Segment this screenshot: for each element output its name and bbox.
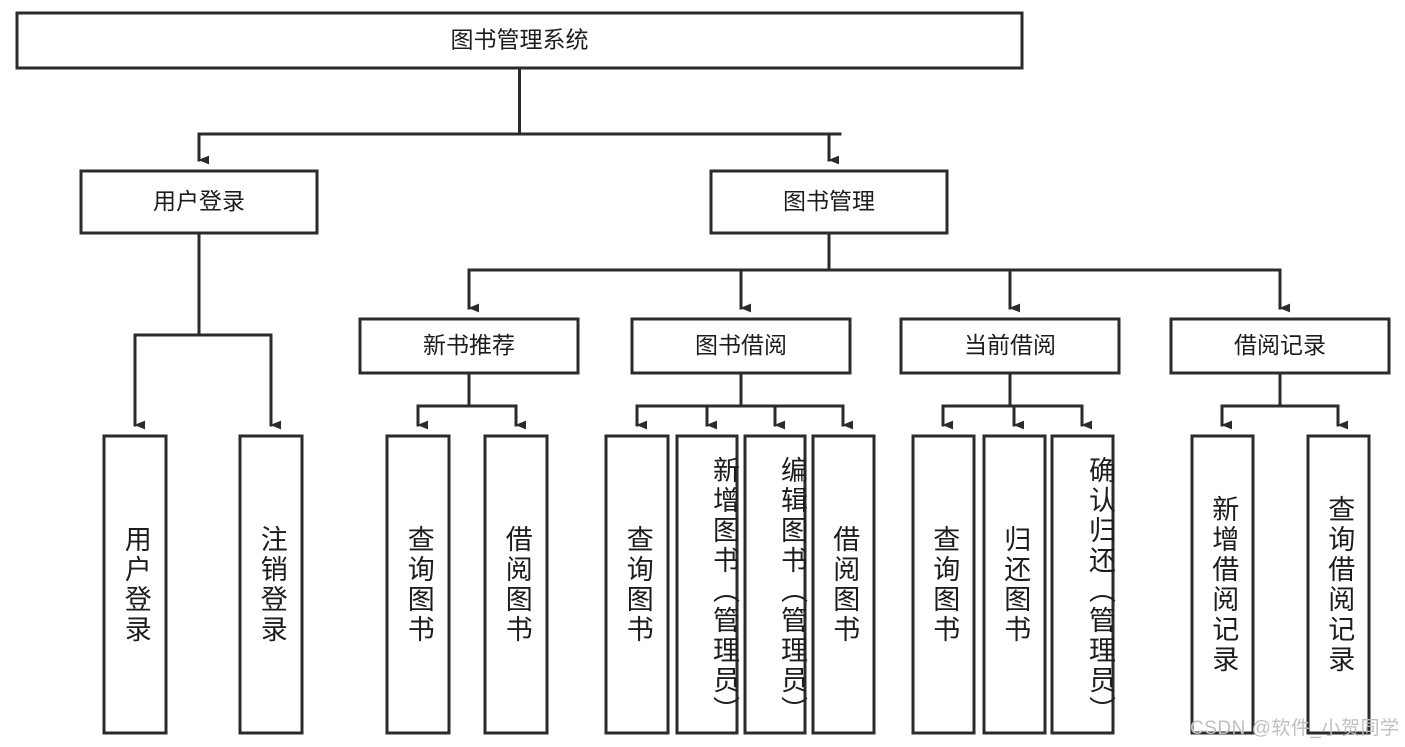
node-leaf-leaf-borrow-book-recommend[interactable] — [483, 434, 549, 735]
node-level1-book-management[interactable] — [709, 169, 949, 235]
node-leaf-leaf-logout-login[interactable] — [238, 434, 304, 735]
node-leaf-leaf-query-book-current[interactable] — [911, 434, 976, 735]
node-leaf-leaf-return-book[interactable] — [982, 434, 1047, 735]
node-leaf-leaf-add-borrow-record[interactable] — [1190, 434, 1255, 735]
csdn-watermark: CSDN @软件_小贺同学 — [1190, 718, 1400, 739]
node-level1-user-login[interactable] — [79, 169, 319, 235]
node-label-book-borrow: 图书借阅 — [695, 332, 787, 358]
node-level2-borrow-record[interactable] — [1169, 317, 1391, 375]
connector-group-user-login — [133, 231, 282, 430]
connector-group-new-book-recommend — [416, 371, 527, 430]
node-leaf-leaf-query-borrow-record[interactable] — [1306, 434, 1371, 735]
connector-group-book-management — [467, 231, 1291, 313]
node-level2-current-borrow[interactable] — [899, 317, 1121, 375]
node-label-borrow-record: 借阅记录 — [1234, 332, 1326, 358]
connector-group-current-borrow — [941, 371, 1093, 430]
connector-group-book-borrow — [635, 371, 854, 430]
node-leaf-leaf-borrow-book[interactable] — [811, 434, 876, 735]
node-leaf-leaf-query-book-borrow[interactable] — [604, 434, 670, 735]
node-leaf-leaf-add-book-admin[interactable] — [675, 434, 739, 735]
node-root-root[interactable] — [15, 11, 1024, 70]
node-leaf-leaf-confirm-return-admin[interactable] — [1050, 434, 1115, 735]
node-level2-book-borrow[interactable] — [630, 317, 852, 375]
node-boxes-layer — [15, 11, 1391, 735]
node-label-current-borrow: 当前借阅 — [964, 332, 1056, 358]
node-label-user-login: 用户登录 — [153, 188, 245, 214]
node-level2-new-book-recommend[interactable] — [358, 317, 580, 375]
node-leaf-leaf-query-book-recommend[interactable] — [385, 434, 451, 735]
node-label-book-management: 图书管理 — [783, 188, 875, 214]
node-label-new-book-recommend: 新书推荐 — [423, 332, 515, 358]
connector-group-root — [197, 66, 842, 165]
connector-group-borrow-record — [1220, 371, 1349, 430]
node-leaf-leaf-user-login[interactable] — [102, 434, 168, 735]
node-label-root: 图书管理系统 — [451, 27, 589, 53]
node-leaf-leaf-edit-book-admin[interactable] — [743, 434, 807, 735]
